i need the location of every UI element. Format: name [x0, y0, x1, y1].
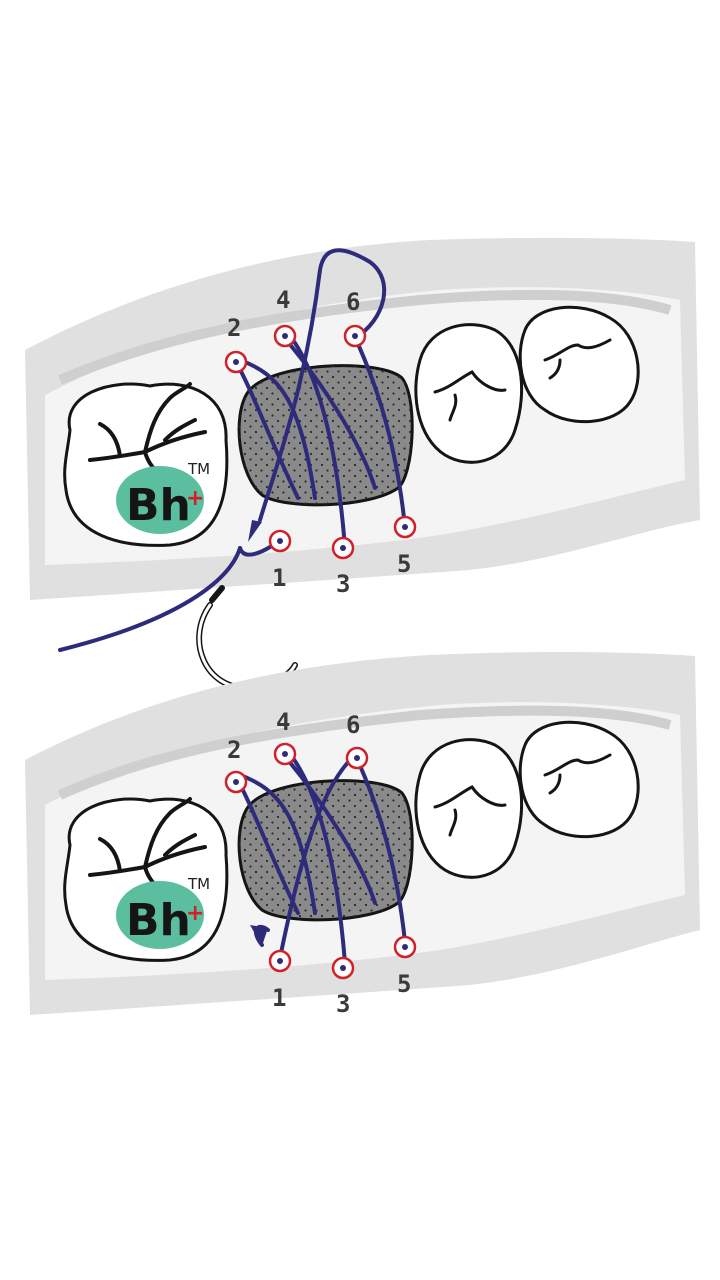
- premolar-tooth-2: [518, 305, 640, 424]
- panel-bottom: Bh + TM: [25, 652, 700, 1018]
- logo-plus: +: [186, 901, 204, 926]
- label-3: 3: [336, 990, 350, 1018]
- premolar-tooth-1: [414, 738, 524, 879]
- trademark-symbol: TM: [187, 460, 210, 478]
- label-5: 5: [397, 970, 411, 998]
- label-6: 6: [346, 288, 360, 316]
- logo: Bh + TM: [116, 460, 210, 534]
- gum-ridge: [57, 705, 672, 800]
- logo-text: Bh: [126, 480, 191, 531]
- logo: Bh + TM: [116, 875, 210, 949]
- label-4: 4: [276, 708, 290, 736]
- logo-plus: +: [186, 486, 204, 511]
- gum-ridge: [58, 289, 672, 385]
- premolar-tooth-1: [414, 323, 524, 464]
- trademark-symbol: TM: [187, 875, 210, 893]
- suture-thread: [58, 248, 407, 652]
- label-3: 3: [336, 570, 350, 598]
- label-5: 5: [397, 550, 411, 578]
- panel-top: Bh + TM: [25, 237, 700, 692]
- graft-membrane: [237, 364, 414, 507]
- label-1: 1: [272, 564, 286, 592]
- arrow-head: [250, 925, 268, 946]
- label-2: 2: [227, 314, 241, 342]
- premolar-tooth-2: [518, 720, 640, 839]
- logo-text: Bh: [126, 895, 191, 946]
- label-2: 2: [227, 736, 241, 764]
- label-6: 6: [346, 711, 360, 739]
- label-4: 4: [276, 286, 290, 314]
- arrow-head: [248, 520, 262, 542]
- label-1: 1: [272, 984, 286, 1012]
- suture-thread: [234, 748, 407, 965]
